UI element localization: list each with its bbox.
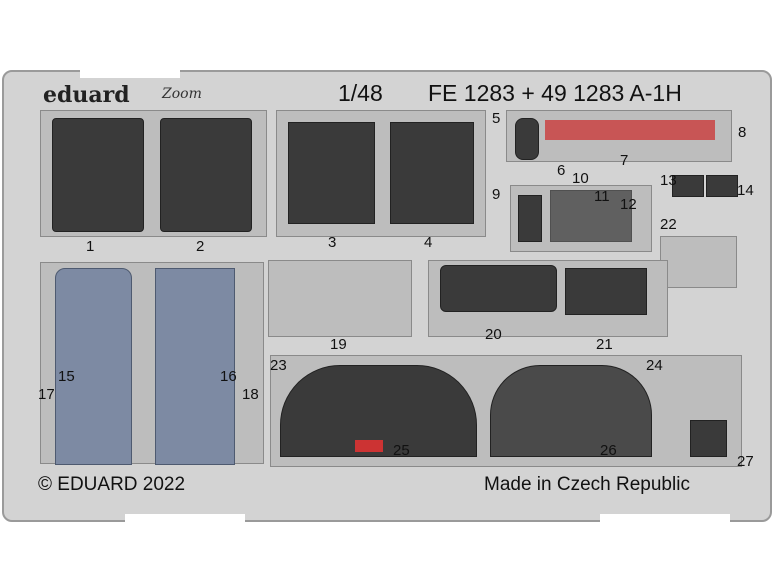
part-19: [268, 260, 412, 337]
part-number: 5: [492, 110, 501, 127]
part-number: 2: [196, 238, 205, 255]
part-24: [490, 365, 652, 457]
part-number: 18: [242, 386, 259, 403]
part-number: 23: [270, 357, 287, 374]
part-number: 17: [38, 386, 55, 403]
part-number: 12: [620, 196, 637, 213]
part-27: [690, 420, 727, 457]
part-3: [288, 122, 375, 224]
part-number: 27: [737, 453, 754, 470]
fret-tab: [125, 514, 245, 522]
part-22: [660, 236, 737, 288]
origin-text: Made in Czech Republic: [484, 474, 690, 495]
part-number: 21: [596, 336, 613, 353]
part-1: [52, 118, 144, 232]
scale-label: 1/48: [338, 80, 383, 106]
part-21: [565, 268, 647, 315]
part-number: 16: [220, 368, 237, 385]
copyright-text: © EDUARD 2022: [38, 474, 186, 495]
part-number: 20: [485, 326, 502, 343]
part-number: 1: [86, 238, 95, 255]
part-number: 8: [738, 124, 747, 141]
part-number: 11: [594, 188, 610, 205]
part-number: 13: [660, 172, 677, 189]
zoom-logo: Zoom: [162, 86, 202, 102]
part-number: 25: [393, 442, 410, 459]
eduard-logo: eduard: [43, 82, 130, 108]
product-code: FE 1283 + 49 1283 A-1H: [428, 80, 682, 106]
part-number: 9: [492, 186, 501, 203]
part-number: 15: [58, 368, 75, 385]
fret-tab: [600, 514, 730, 522]
part-13: [672, 175, 704, 197]
part-number: 22: [660, 216, 677, 233]
part-number: 3: [328, 234, 337, 251]
part-number: 7: [620, 152, 629, 169]
part-number: 19: [330, 336, 347, 353]
part-number: 24: [646, 357, 663, 374]
part-number: 26: [600, 442, 617, 459]
part-number: 4: [424, 234, 433, 251]
part-number: 14: [737, 182, 754, 199]
part-15: [55, 268, 132, 465]
part-20: [440, 265, 557, 312]
part-25: [355, 440, 383, 452]
part-16: [155, 268, 235, 465]
part-14: [706, 175, 738, 197]
part-5: [515, 118, 539, 160]
fret-tab: [80, 70, 180, 78]
part-number: 6: [557, 162, 566, 179]
part-10-12: [550, 190, 632, 242]
part-2: [160, 118, 252, 232]
part-4: [390, 122, 474, 224]
part-number: 10: [572, 170, 589, 187]
part-9: [518, 195, 542, 242]
part-7: [545, 120, 715, 140]
